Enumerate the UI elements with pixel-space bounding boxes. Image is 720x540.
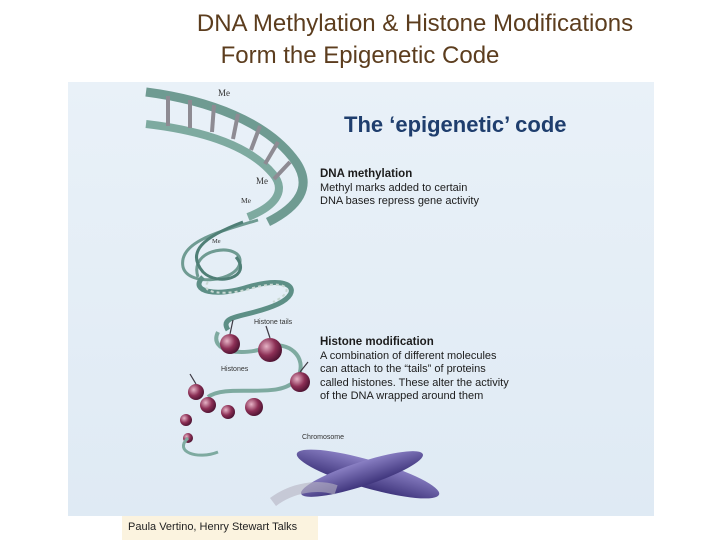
methyl-label: Me <box>256 176 268 186</box>
histone-tails-label: Histone tails <box>254 319 293 326</box>
dna-coil <box>196 275 294 332</box>
histone-tail-lines <box>189 319 309 385</box>
histone <box>200 397 216 413</box>
dna-backbone-outer <box>145 87 308 227</box>
epigenetic-code-figure: The ‘epigenetic’ code Me Me Me Me Histon… <box>68 82 654 516</box>
slide-title-line-2: Form the Epigenetic Code <box>220 42 500 69</box>
figure-heading: The ‘epigenetic’ code <box>344 112 567 137</box>
histone <box>220 334 240 354</box>
chromosome-label: Chromosome <box>302 434 345 441</box>
methyl-label: Me <box>218 88 230 98</box>
helix-strand-b <box>195 220 244 281</box>
image-credit: Paula Vertino, Henry Stewart Talks <box>122 516 318 540</box>
helix-strand-a <box>181 218 259 282</box>
chromosome <box>270 449 440 507</box>
histone <box>290 372 310 392</box>
histone-text-line: can attach to the “tails” of proteins <box>320 363 486 375</box>
nucleosomes <box>180 319 310 457</box>
dna-backbone-inner <box>145 120 283 221</box>
histone-description: Histone modification A combination of di… <box>320 336 650 404</box>
histone <box>180 414 192 426</box>
epigenetic-diagram <box>145 87 440 507</box>
dna-rungs <box>166 96 292 181</box>
methylation-text-line: DNA bases repress gene activity <box>320 195 479 207</box>
methylation-description: DNA methylation Methyl marks added to ce… <box>320 168 650 209</box>
histone-text-line: called histones. These alter the activit… <box>320 376 509 389</box>
histone <box>188 384 204 400</box>
histone <box>221 405 235 419</box>
histone-text-line: of the DNA wrapped around them <box>320 390 484 402</box>
histone-title: Histone modification <box>320 336 434 348</box>
dna-helix <box>181 218 259 282</box>
methylation-text-line: Methyl marks added to certain <box>320 181 468 194</box>
methyl-label: Me <box>212 238 221 245</box>
dna-ladder <box>145 87 308 227</box>
histone-text-line: A combination of different molecules <box>320 349 497 362</box>
histone <box>245 398 263 416</box>
methylation-title: DNA methylation <box>320 168 413 180</box>
methyl-label: Me <box>241 196 251 205</box>
histone <box>258 338 282 362</box>
slide-title-line-1: DNA Methylation & Histone Modifications <box>196 10 634 37</box>
histones-label: Histones <box>221 366 249 373</box>
slide-title: DNA Methylation & Histone Modifications … <box>0 8 720 72</box>
